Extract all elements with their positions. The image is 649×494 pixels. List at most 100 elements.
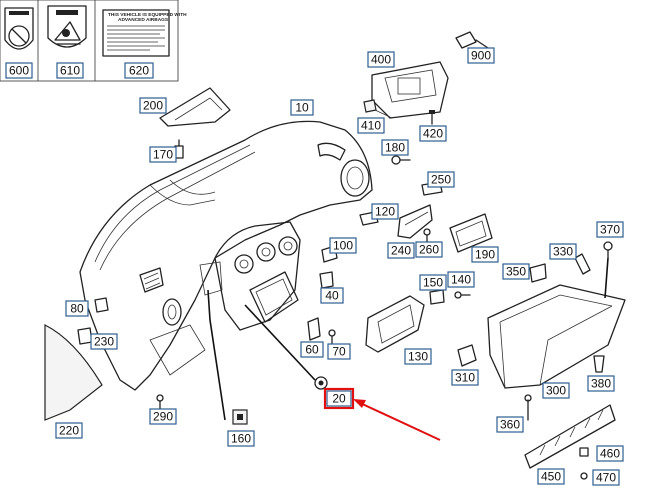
part-140 [454, 291, 471, 299]
callout-250[interactable]: 250 [427, 171, 455, 188]
callout-470[interactable]: 470 [592, 469, 620, 486]
callout-box [320, 287, 344, 304]
callouts-layer: 600 610 620 200 10 170 400 900 410 420 180 250 120 24… [5, 47, 624, 486]
callout-box [327, 343, 351, 360]
callout-600[interactable]: 600 [5, 62, 33, 79]
callout-300[interactable]: 300 [542, 382, 570, 399]
callout-130[interactable]: 130 [404, 348, 432, 365]
callout-80[interactable]: 80 [65, 300, 89, 317]
label-610-graphic [47, 5, 87, 48]
part-130 [365, 295, 425, 353]
callout-box [471, 246, 499, 263]
part-900 [455, 31, 489, 49]
callout-label: 40 [325, 289, 339, 303]
callout-410[interactable]: 410 [357, 117, 385, 134]
callout-100[interactable]: 100 [329, 237, 357, 254]
callout-box [596, 221, 624, 238]
callout-290[interactable]: 290 [149, 408, 177, 425]
part-220 [44, 324, 103, 421]
callout-box [5, 62, 33, 79]
label-600-graphic [4, 7, 34, 50]
part-200 [159, 87, 231, 127]
callout-10[interactable]: 10 [290, 99, 314, 116]
label-620-title: THIS VEHICLE IS EQUIPPED WITH [108, 12, 187, 18]
callout-70[interactable]: 70 [327, 343, 351, 360]
callout-260[interactable]: 260 [415, 241, 443, 258]
callout-label: 190 [475, 248, 495, 262]
callout-460[interactable]: 460 [596, 445, 624, 462]
callout-380[interactable]: 380 [587, 375, 615, 392]
callout-330[interactable]: 330 [549, 243, 577, 260]
callout-420[interactable]: 420 [419, 125, 447, 142]
callout-230[interactable]: 230 [90, 333, 118, 350]
part-450 [524, 404, 616, 469]
callout-box [227, 430, 255, 447]
callout-box [596, 445, 624, 462]
callout-170[interactable]: 170 [149, 146, 177, 163]
callout-140[interactable]: 140 [447, 271, 475, 288]
callout-150[interactable]: 150 [419, 274, 447, 291]
callout-label: 610 [60, 64, 80, 78]
callout-label: 350 [506, 265, 526, 279]
callout-label: 450 [541, 470, 561, 484]
callout-box [90, 333, 118, 350]
callout-label: 200 [143, 99, 163, 113]
callout-box [549, 243, 577, 260]
callout-180[interactable]: 180 [381, 139, 409, 156]
callout-box [542, 382, 570, 399]
callout-label: 250 [431, 173, 451, 187]
callout-400[interactable]: 400 [367, 51, 395, 68]
callout-box [290, 99, 314, 116]
callout-310[interactable]: 310 [451, 369, 479, 386]
callout-label: 290 [153, 410, 173, 424]
callout-box [419, 274, 447, 291]
part-160 [232, 409, 248, 425]
callout-620[interactable]: 620 [124, 62, 154, 79]
callout-label: 410 [361, 119, 381, 133]
callout-900[interactable]: 900 [467, 47, 495, 64]
callout-label: 140 [451, 273, 471, 287]
callout-120[interactable]: 120 [371, 203, 399, 220]
callout-label: 170 [153, 148, 173, 162]
part-360 [524, 394, 532, 421]
callout-190[interactable]: 190 [471, 246, 499, 263]
leader-lines [207, 257, 609, 421]
callout-label: 180 [385, 141, 405, 155]
callout-40[interactable]: 40 [320, 287, 344, 304]
callout-200[interactable]: 200 [139, 97, 167, 114]
callout-360[interactable]: 360 [496, 416, 524, 433]
callout-450[interactable]: 450 [537, 468, 565, 485]
callout-box [451, 369, 479, 386]
callout-240[interactable]: 240 [387, 242, 415, 259]
part-330 [574, 253, 591, 275]
callout-box [415, 241, 443, 258]
callout-60[interactable]: 60 [300, 341, 324, 358]
part-310 [457, 344, 477, 367]
callout-160[interactable]: 160 [227, 430, 255, 447]
part-60 [307, 317, 321, 341]
callout-label: 310 [455, 371, 475, 385]
callout-label: 120 [375, 205, 395, 219]
callout-370[interactable]: 370 [596, 221, 624, 238]
callout-label: 900 [471, 49, 491, 63]
callout-label: 420 [423, 127, 443, 141]
callout-label: 20 [332, 392, 346, 406]
callout-label: 360 [500, 418, 520, 432]
part-420 [429, 110, 435, 125]
callout-350[interactable]: 350 [502, 263, 530, 280]
callout-box [329, 237, 357, 254]
callout-220[interactable]: 220 [55, 422, 83, 439]
callout-label: 10 [295, 101, 309, 115]
callout-label: 300 [546, 384, 566, 398]
callout-label: 130 [408, 350, 428, 364]
callout-20[interactable]: 20 [323, 387, 355, 410]
callout-label: 100 [333, 239, 353, 253]
callout-610[interactable]: 610 [56, 62, 84, 79]
part-80 [94, 297, 109, 313]
part-180 [391, 155, 411, 165]
callout-label: 70 [332, 345, 346, 359]
part-70 [328, 329, 336, 346]
part-350 [529, 263, 547, 283]
part-380 [593, 355, 605, 373]
callout-box [496, 416, 524, 433]
